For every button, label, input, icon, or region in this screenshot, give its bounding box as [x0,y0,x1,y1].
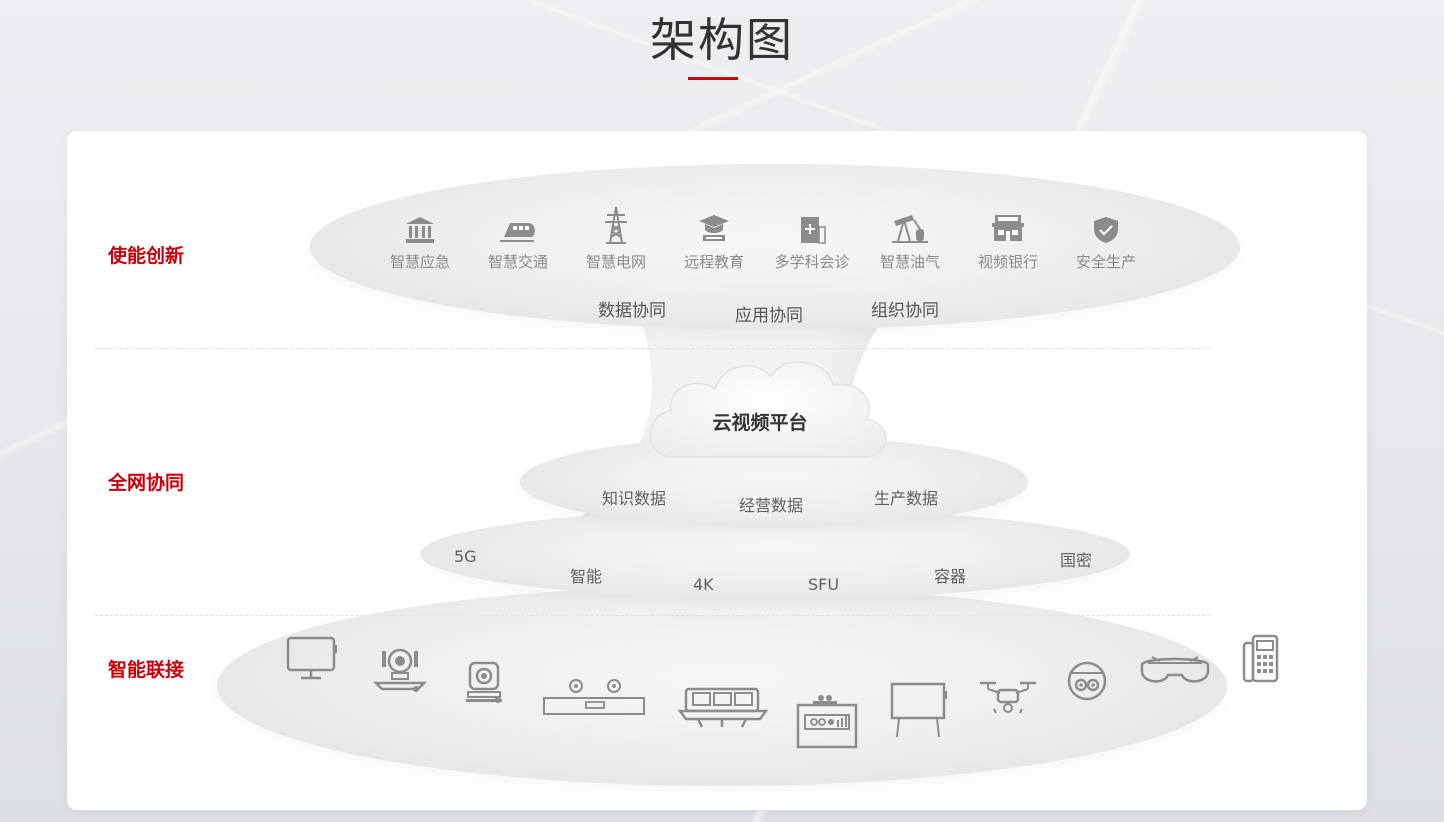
monitor-icon [286,636,337,680]
data-production: 生产数据 [874,489,939,508]
scenario-item: 安全生产 [1060,215,1152,272]
power-tower-icon [605,206,627,244]
conference-terminal-icon [678,687,768,728]
oil-pump-icon [892,215,928,243]
drone-icon [980,681,1036,714]
smart-whiteboard-icon [890,682,947,738]
scenario-label: 智慧电网 [585,253,646,271]
architecture-card: 云视频平台 使能创新 全网协同 智能联接 智慧应急 智慧交通 智慧电网 [67,131,1367,810]
scenario-label: 安全生产 [1075,253,1136,271]
video-kiosk-icon [796,695,858,749]
scenario-item: 远程教育 [668,213,760,272]
scenario-item: 多学科会诊 [766,215,858,272]
layer-label-middle: 全网协同 [108,472,185,494]
bottom-ellipse [217,586,1227,786]
collab-org: 组织协同 [871,301,939,321]
graduation-cap-icon [699,215,729,241]
train-icon [500,223,535,242]
ar-glasses-icon [1140,656,1210,683]
tech-crypto: 国密 [1060,551,1093,570]
scenario-item: 智慧交通 [472,215,564,272]
ptz-camera-icon [372,648,428,692]
cloud-shape [649,361,887,458]
video-bar-icon [543,679,645,715]
scenario-item: 视频银行 [962,213,1054,272]
collab-data: 数据协同 [598,301,666,321]
layer-label-top: 使能创新 [108,245,185,267]
scenario-label: 视频银行 [977,253,1038,271]
tech-4k: 4K [693,575,714,594]
tech-container: 容器 [934,567,967,586]
data-business: 经营数据 [739,496,804,515]
scenario-label: 智慧应急 [389,253,450,271]
data-knowledge: 知识数据 [602,489,667,508]
cloud-platform-label: 云视频平台 [712,412,808,434]
bank-building-icon [406,217,434,243]
shield-check-icon [1094,217,1118,243]
top-ellipse [310,164,1240,330]
divider-bottom [95,615,1210,616]
desk-phone-icon [1242,634,1279,683]
scenario-label: 智慧油气 [879,253,940,271]
divider-top [95,348,1210,349]
collab-app: 应用协同 [735,306,803,326]
scenario-label: 多学科会诊 [774,253,850,271]
scenario-item: 智慧电网 [570,205,662,272]
title-underline [688,77,738,80]
webcam-icon [466,661,502,703]
scenario-item: 智慧应急 [374,215,466,272]
scenario-label: 远程教育 [683,253,744,271]
scenario-label: 智慧交通 [487,253,548,271]
dome-camera-icon [1067,661,1107,701]
scenario-item: 智慧油气 [864,211,956,272]
tech-5g: 5G [454,547,477,566]
tech-sfu: SFU [808,575,840,594]
tech-ai: 智能 [570,567,603,586]
bank-storefront-icon [992,215,1024,241]
page-title: 架构图 [650,13,794,67]
layer-label-bottom: 智能联接 [108,659,185,681]
medical-cross-icon [801,217,826,244]
